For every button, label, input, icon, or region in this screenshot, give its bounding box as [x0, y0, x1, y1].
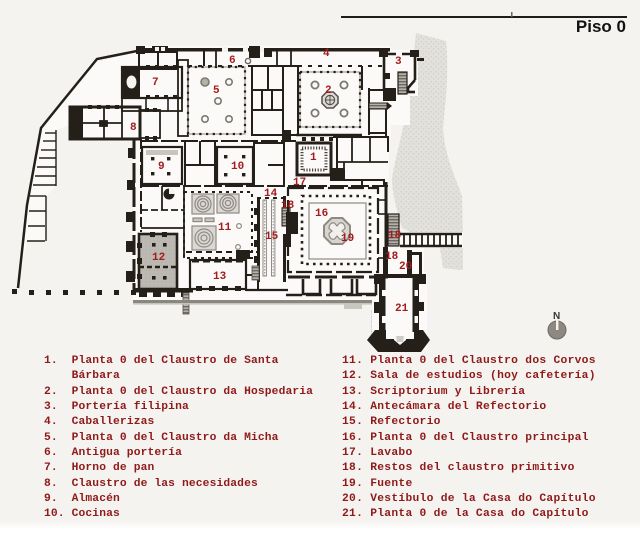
svg-text:14: 14 — [264, 188, 278, 200]
svg-text:11: 11 — [218, 222, 232, 234]
svg-text:19: 19 — [341, 233, 354, 245]
svg-text:8: 8 — [130, 122, 137, 134]
svg-text:N: N — [553, 311, 560, 322]
svg-text:7: 7 — [152, 77, 159, 89]
svg-text:1: 1 — [310, 152, 317, 164]
svg-text:12: 12 — [152, 252, 165, 264]
svg-text:20: 20 — [399, 261, 412, 273]
svg-text:18: 18 — [281, 200, 295, 212]
svg-text:3: 3 — [395, 56, 402, 68]
svg-text:21: 21 — [395, 303, 409, 315]
svg-text:17: 17 — [293, 177, 306, 189]
svg-text:9: 9 — [158, 161, 165, 173]
svg-text:10: 10 — [231, 161, 244, 173]
svg-text:18: 18 — [385, 251, 399, 263]
svg-text:16: 16 — [315, 208, 328, 220]
svg-text:2: 2 — [325, 85, 332, 97]
svg-text:6: 6 — [229, 55, 236, 67]
svg-text:15: 15 — [265, 231, 279, 243]
svg-text:4: 4 — [323, 48, 330, 60]
svg-text:5: 5 — [213, 85, 220, 97]
svg-text:18: 18 — [388, 230, 402, 242]
svg-text:13: 13 — [213, 271, 227, 283]
